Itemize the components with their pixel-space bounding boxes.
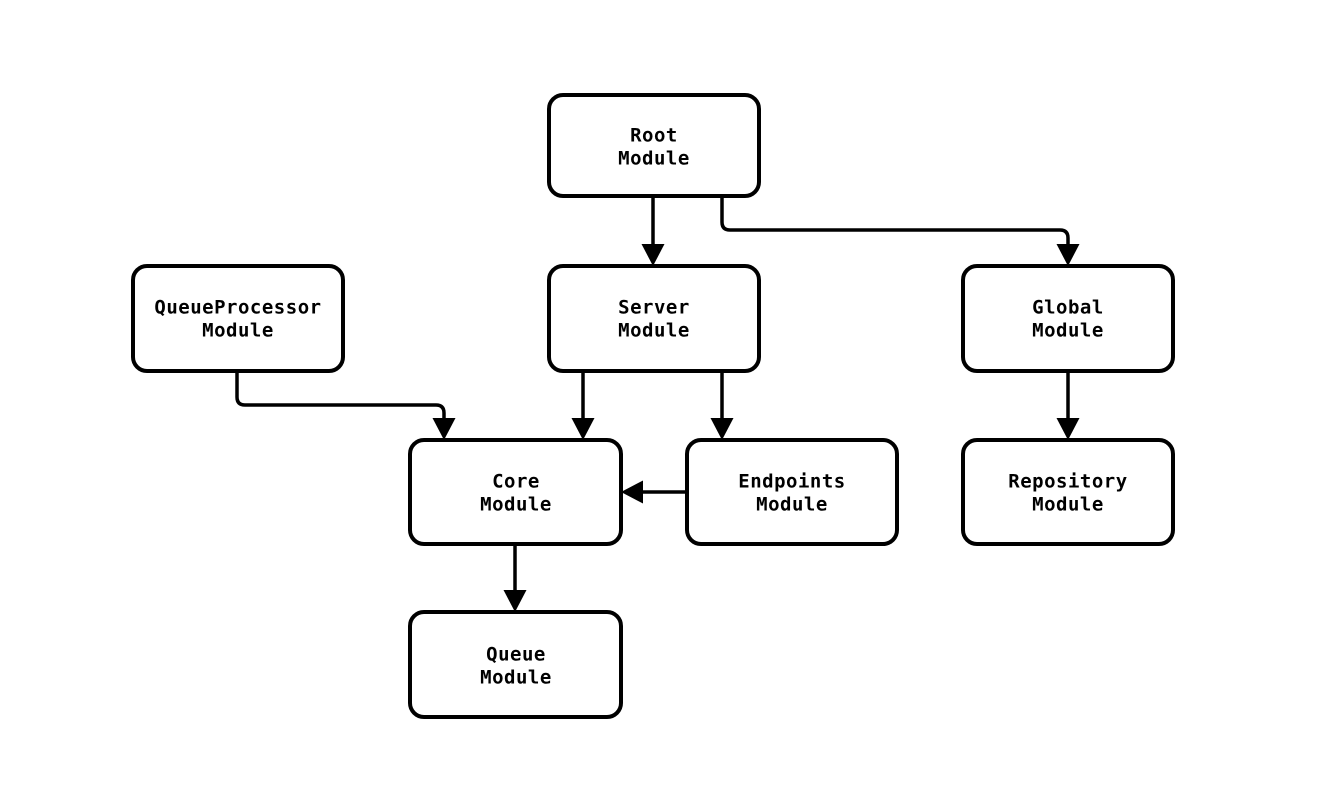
node-queue-module-box[interactable] [408,610,623,719]
node-root-module[interactable]: Root Module [547,93,761,198]
edge-server-to-core [571,371,595,440]
edge-server-to-endpoints [710,371,734,440]
node-server-module-label-line1: Server [618,297,690,319]
node-queue-module-label-line1: Queue [486,644,546,666]
edge-root-to-global [720,196,1080,266]
edge-endpoints-to-core [621,480,687,504]
edge-queueprocessor-to-core [235,371,456,440]
edge-global-to-repository [1056,371,1080,440]
node-endpoints-module-box[interactable] [685,438,899,546]
node-queue-module[interactable]: Queue Module [408,610,623,719]
node-server-module[interactable]: Server Module [547,264,761,373]
node-root-module-label-line1: Root [630,125,678,147]
node-queueprocessor-module-box[interactable] [131,264,345,373]
node-server-module-label-line2: Module [618,320,690,342]
node-repository-module-label-line1: Repository [1008,471,1127,493]
node-repository-module-label-line2: Module [1032,494,1104,516]
node-global-module-label-line2: Module [1032,320,1104,342]
edge-layer [235,196,1080,612]
node-global-module-box[interactable] [961,264,1175,373]
node-queue-module-label-line2: Module [480,667,552,689]
node-queueprocessor-module[interactable]: QueueProcessor Module [131,264,345,373]
node-global-module-label-line1: Global [1032,297,1104,319]
node-endpoints-module-label-line1: Endpoints [738,471,845,493]
node-root-module-label-line2: Module [618,148,690,170]
node-core-module-label-line2: Module [480,494,552,516]
node-endpoints-module[interactable]: Endpoints Module [685,438,899,546]
node-repository-module-box[interactable] [961,438,1175,546]
node-root-module-box[interactable] [547,93,761,198]
node-queueprocessor-module-label-line2: Module [202,320,274,342]
edge-core-to-queue [503,544,527,612]
node-core-module-label-line1: Core [492,471,540,493]
node-endpoints-module-label-line2: Module [756,494,828,516]
node-core-module-box[interactable] [408,438,623,546]
node-repository-module[interactable]: Repository Module [961,438,1175,546]
node-layer: Root Module QueueProcessor Module Server… [131,93,1175,719]
node-queueprocessor-module-label-line1: QueueProcessor [154,297,321,319]
edge-root-to-server [641,196,665,266]
node-global-module[interactable]: Global Module [961,264,1175,373]
node-server-module-box[interactable] [547,264,761,373]
node-core-module[interactable]: Core Module [408,438,623,546]
